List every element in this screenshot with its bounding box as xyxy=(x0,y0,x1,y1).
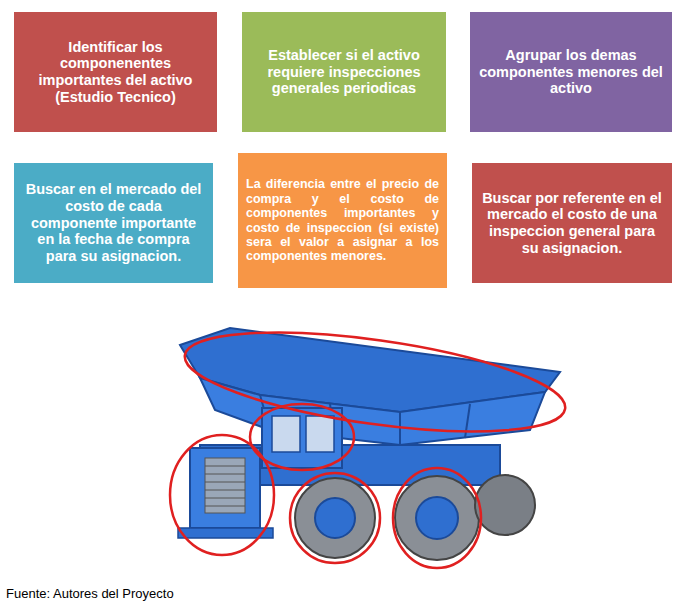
box-text: Establecer si el activo requiere inspecc… xyxy=(250,47,438,97)
process-box: Establecer si el activo requiere inspecc… xyxy=(242,12,446,132)
process-box: Identificar los componenentes importante… xyxy=(14,12,217,132)
box-text: Identificar los componenentes importante… xyxy=(22,39,209,106)
process-box: Agrupar los demas componentes menores de… xyxy=(470,12,672,132)
process-box: Buscar por referente en el mercado el co… xyxy=(472,163,672,283)
box-text: Buscar en el mercado del costo de cada c… xyxy=(22,181,205,264)
box-text: La diferencia entre el precio de compra … xyxy=(246,177,439,263)
process-box: Buscar en el mercado del costo de cada c… xyxy=(14,163,213,283)
process-box: La diferencia entre el precio de compra … xyxy=(238,153,447,288)
box-text: Agrupar los demas componentes menores de… xyxy=(478,47,664,97)
source-caption: Fuente: Autores del Proyecto xyxy=(6,586,174,601)
box-text: Buscar por referente en el mercado el co… xyxy=(480,190,664,257)
